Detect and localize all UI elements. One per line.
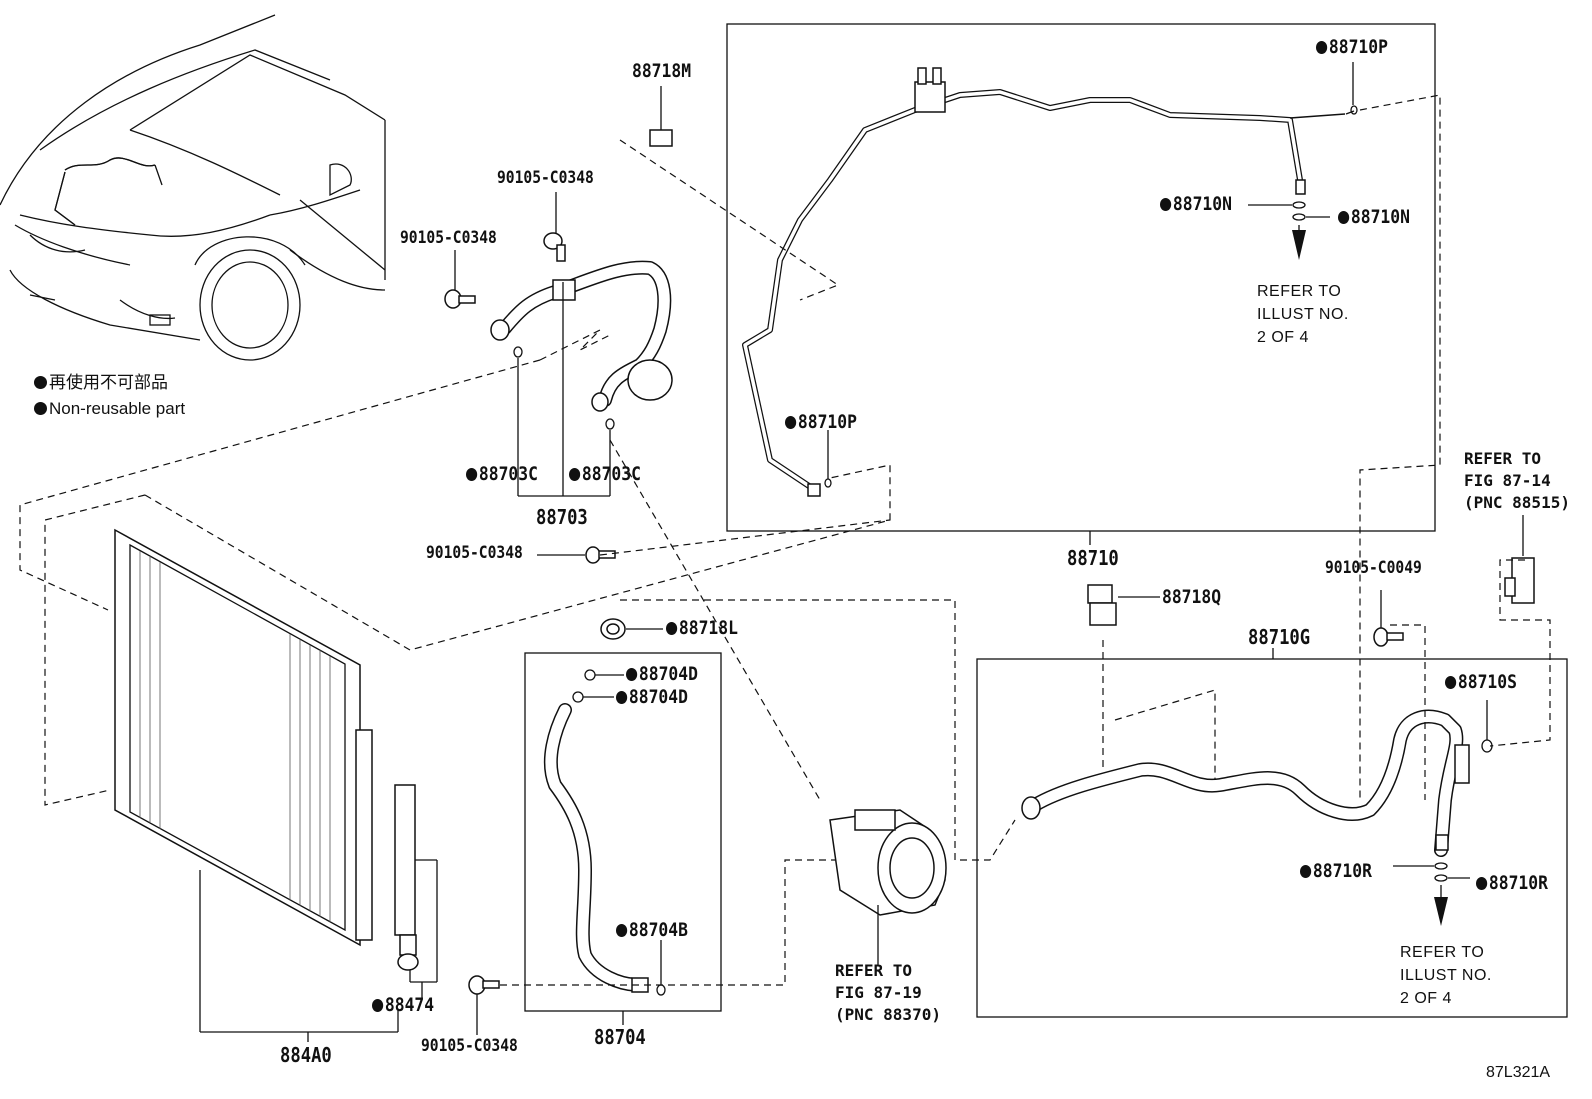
compressor-88370: [829, 809, 947, 965]
part-label-88704[interactable]: 88704: [594, 1025, 646, 1049]
part-label-88703[interactable]: 88703: [536, 505, 588, 529]
part-label-88703C-b[interactable]: 88703C: [569, 465, 641, 484]
refer-illust-bottom[interactable]: REFER TO ILLUST NO. 2 OF 4: [1400, 941, 1492, 1010]
figure-code: 87L321A: [1486, 1064, 1551, 1081]
refer-illust-top-line3: 2 OF 4: [1257, 329, 1309, 346]
tube-88710G: [1021, 709, 1470, 857]
refer-illust-top-line2: ILLUST NO.: [1257, 306, 1349, 323]
refer-fig-87-14-line3: (PNC 88515): [1464, 493, 1570, 512]
part-label-90105-bottom[interactable]: 90105-C0348: [421, 1036, 518, 1056]
pipe-88703: [490, 260, 673, 412]
bolt-90105-mid: [537, 546, 616, 564]
group-box-88710G: [976, 658, 1568, 1018]
refer-fig-87-19[interactable]: REFER TO FIG 87-19 (PNC 88370): [835, 960, 941, 1026]
legend-line-en: Non-reusable part: [34, 400, 185, 417]
fitting-88718L: [600, 618, 663, 640]
part-label-88474[interactable]: 88474: [372, 996, 434, 1015]
refer-illust-top-line1: REFER TO: [1257, 283, 1342, 300]
refer-fig-87-14-line2: FIG 87-14: [1464, 471, 1551, 490]
refer-illust-bottom-line3: 2 OF 4: [1400, 990, 1452, 1007]
refer-illust-bottom-line1: REFER TO: [1400, 944, 1485, 961]
refer-fig-87-14-line1: REFER TO: [1464, 449, 1542, 468]
refer-fig-87-19-line1: REFER TO: [835, 961, 913, 980]
part-label-90105-left[interactable]: 90105-C0348: [400, 228, 497, 248]
part-label-88718Q[interactable]: 88718Q: [1162, 586, 1222, 608]
part-label-884A0[interactable]: 884A0: [280, 1043, 332, 1067]
connector-88515: [1504, 515, 1535, 604]
bolt-90105-left: [444, 250, 476, 309]
group-box-88710: [726, 23, 1436, 532]
part-label-88704B[interactable]: 88704B: [616, 921, 688, 940]
part-label-88718M[interactable]: 88718M: [632, 60, 692, 82]
refer-illust-bottom-line2: ILLUST NO.: [1400, 967, 1492, 984]
part-label-90105-mid[interactable]: 90105-C0348: [426, 543, 523, 563]
part-label-90105-top[interactable]: 90105-C0348: [497, 168, 594, 188]
part-label-90105-C0049[interactable]: 90105-C0049: [1325, 558, 1422, 578]
part-label-88710S[interactable]: 88710S: [1445, 673, 1517, 692]
part-label-88718L[interactable]: 88718L: [666, 619, 738, 638]
part-label-88710N-b[interactable]: 88710N: [1338, 208, 1410, 227]
bolt-90105-C0049: [1373, 590, 1404, 647]
part-label-88710G[interactable]: 88710G: [1248, 625, 1311, 649]
part-label-88710R-b[interactable]: 88710R: [1476, 874, 1548, 893]
tube-88710: [742, 67, 1346, 497]
clip-88718M: [649, 86, 673, 147]
refer-fig-87-19-line2: FIG 87-19: [835, 983, 922, 1002]
bolt-90105-bottom: [468, 975, 500, 1035]
part-label-88703C-a[interactable]: 88703C: [466, 465, 538, 484]
part-label-88704D-b[interactable]: 88704D: [616, 688, 688, 707]
part-label-88710[interactable]: 88710: [1067, 546, 1119, 570]
part-label-88710P-left[interactable]: 88710P: [785, 413, 857, 432]
legend-line-jp: 再使用不可部品: [34, 374, 168, 391]
part-label-88710R-a[interactable]: 88710R: [1300, 862, 1372, 881]
part-label-88710N-a[interactable]: 88710N: [1160, 195, 1232, 214]
refer-illust-top[interactable]: REFER TO ILLUST NO. 2 OF 4: [1257, 280, 1349, 349]
vehicle-sketch: [0, 14, 386, 361]
part-label-88710P-top[interactable]: 88710P: [1316, 38, 1388, 57]
refer-fig-87-19-line3: (PNC 88370): [835, 1005, 941, 1024]
bolt-90105-top: [543, 192, 566, 262]
refer-fig-87-14[interactable]: REFER TO FIG 87-14 (PNC 88515): [1464, 448, 1570, 514]
clip-88718Q: [1087, 584, 1160, 626]
condenser-884A0: [114, 528, 419, 971]
hose-88704: [543, 703, 649, 993]
part-label-88704D-a[interactable]: 88704D: [626, 665, 698, 684]
